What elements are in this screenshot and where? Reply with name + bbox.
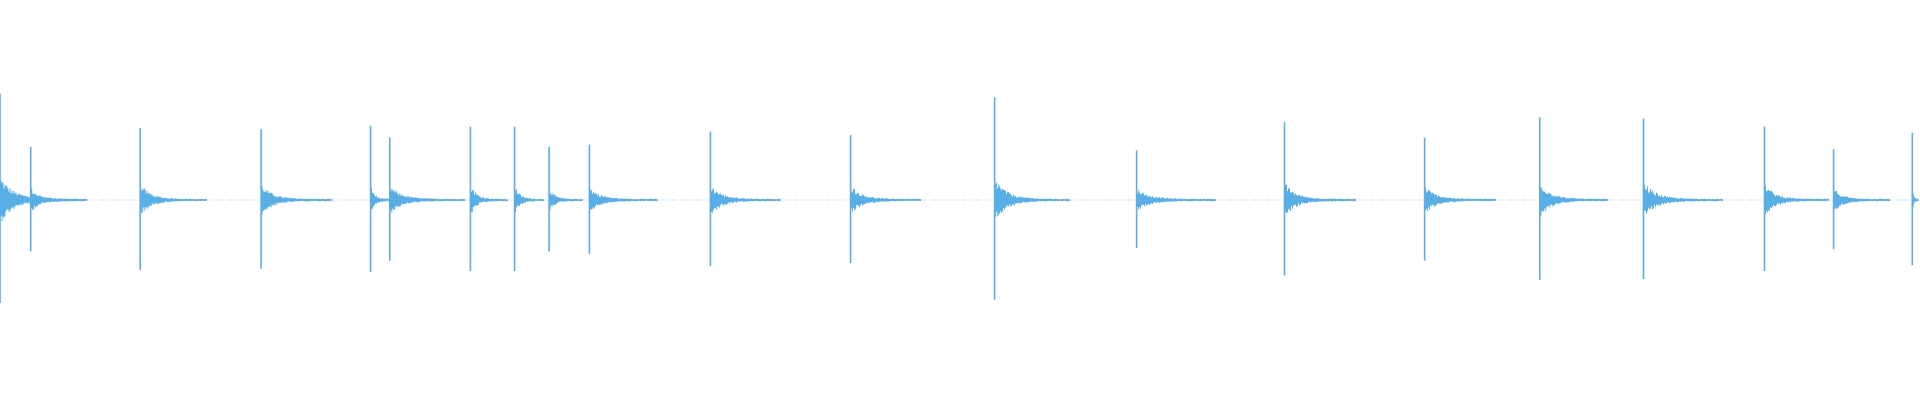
waveform-decay bbox=[851, 188, 922, 212]
waveform-residual bbox=[220, 199, 244, 201]
waveform-residual bbox=[1511, 199, 1525, 201]
waveform-decay bbox=[515, 189, 545, 212]
waveform-residual bbox=[1230, 199, 1279, 201]
waveform-decay bbox=[1765, 185, 1829, 215]
waveform-decay bbox=[995, 182, 1071, 217]
waveform-residual bbox=[347, 199, 363, 201]
waveform-decay bbox=[31, 188, 88, 210]
waveform-decay bbox=[1285, 184, 1356, 213]
waveform-residual bbox=[1737, 199, 1753, 201]
waveform-residual bbox=[935, 199, 978, 201]
waveform-decay bbox=[261, 186, 333, 215]
waveform-decay bbox=[1644, 185, 1723, 214]
waveform-decay bbox=[470, 190, 508, 212]
waveform-peaks bbox=[0, 93, 1919, 303]
waveform-decay bbox=[589, 189, 658, 210]
waveform-decay bbox=[549, 192, 583, 211]
waveform-residual bbox=[672, 199, 698, 201]
waveform-residual bbox=[1622, 199, 1639, 201]
waveform-decay bbox=[710, 188, 781, 213]
waveform-residual bbox=[1084, 199, 1130, 201]
waveform-residual bbox=[1370, 199, 1419, 201]
waveform-residual bbox=[101, 199, 129, 201]
waveform-decay bbox=[1540, 187, 1609, 216]
waveform-decay bbox=[1834, 190, 1891, 210]
waveform-decay bbox=[1425, 187, 1497, 212]
waveform-decay bbox=[390, 188, 466, 213]
waveform-decay bbox=[1137, 190, 1217, 210]
waveform-decay bbox=[140, 188, 207, 213]
waveform-residual bbox=[794, 199, 839, 201]
waveform-decay bbox=[1912, 193, 1919, 207]
